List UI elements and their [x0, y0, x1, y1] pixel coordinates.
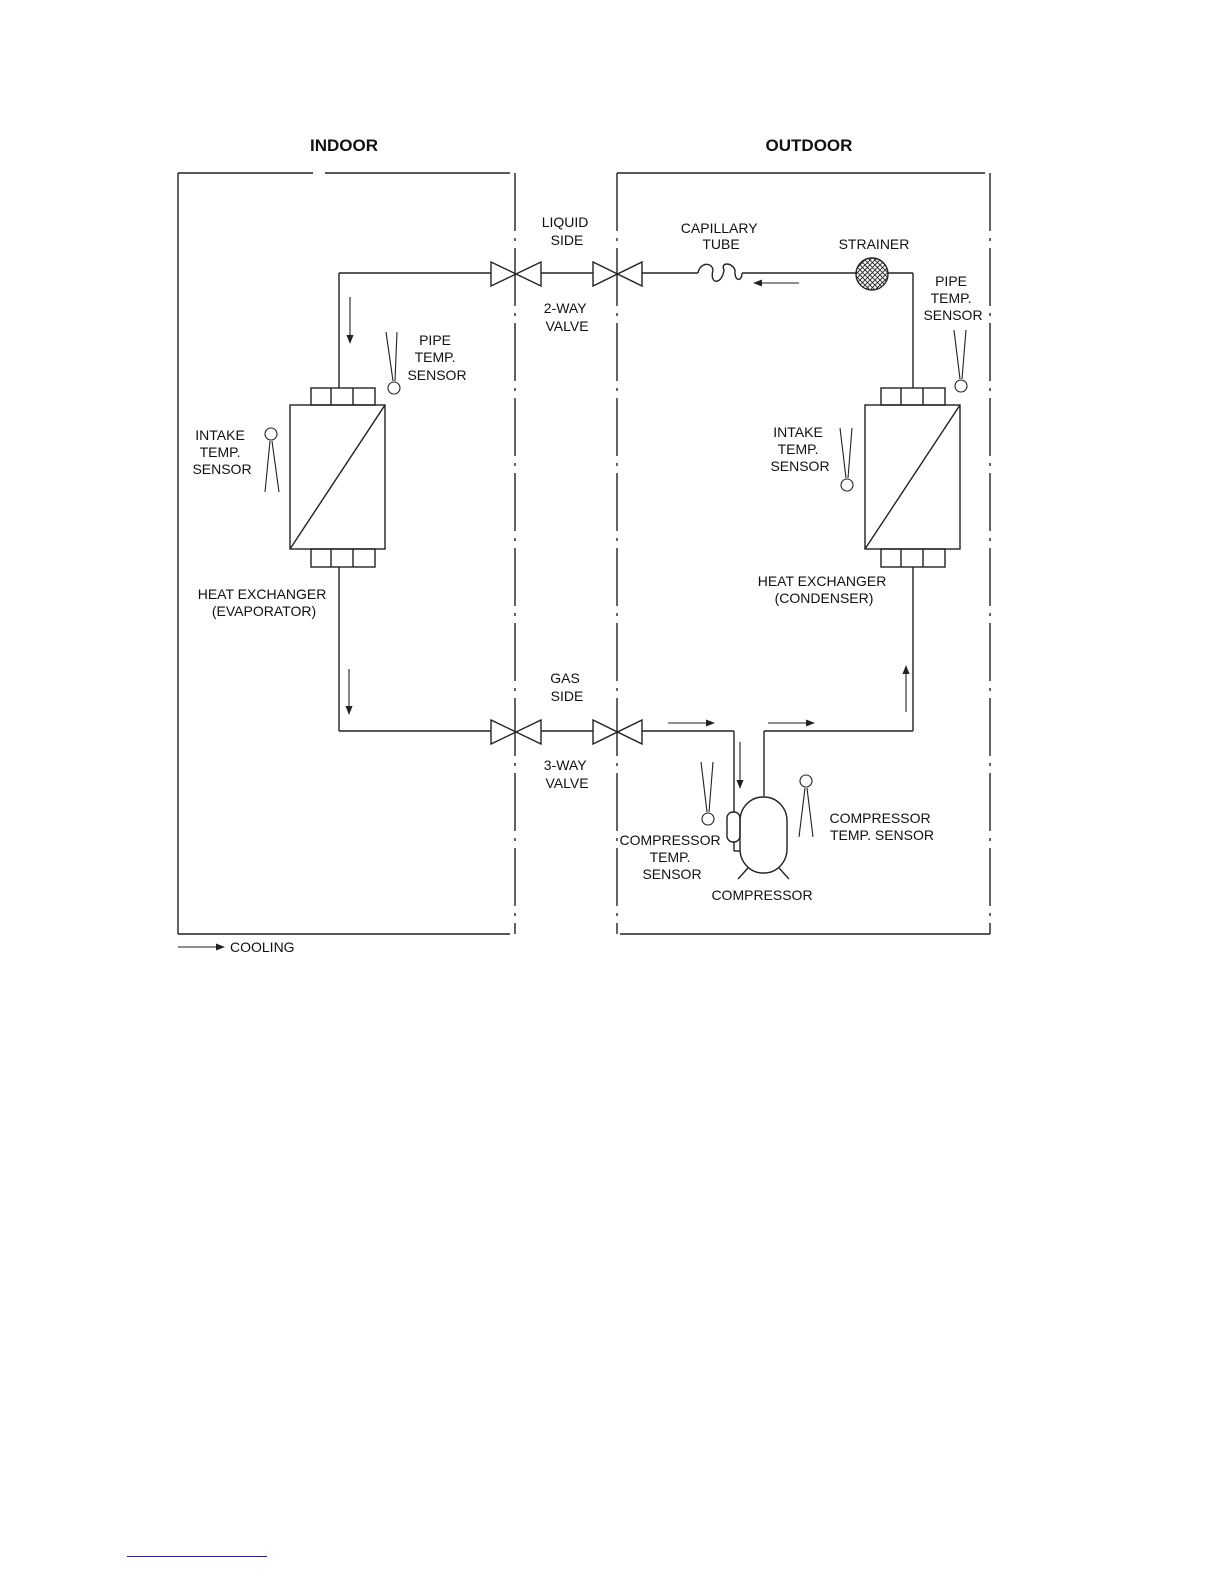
outdoor-pipe-sensor-label: PIPE TEMP. SENSOR — [923, 273, 982, 323]
compressor-label: COMPRESSOR — [711, 887, 812, 903]
condenser-heat-exchanger — [865, 388, 960, 567]
capillary-tube-label: CAPILLARY TUBE — [681, 220, 761, 252]
condenser-label: HEAT EXCHANGER (CONDENSER) — [758, 573, 891, 606]
liquid-side-label: LIQUID SIDE — [542, 214, 593, 248]
compressor-left-sensor-label: COMPRESSOR TEMP. SENSOR — [619, 832, 724, 882]
strainer-icon — [856, 258, 888, 290]
evaporator-heat-exchanger — [290, 388, 385, 567]
indoor-liquid-valve — [491, 262, 541, 286]
indoor-gas-valve — [491, 720, 541, 744]
capillary-tube-coil — [698, 264, 742, 281]
indoor-pipe-temp-sensor-icon — [386, 332, 400, 394]
footer-link-underline — [127, 1556, 267, 1557]
two-way-valve-label: 2-WAY VALVE — [544, 300, 590, 334]
compressor-right-temp-sensor-icon — [799, 775, 813, 837]
gas-side-label: GAS SIDE — [550, 670, 583, 704]
indoor-intake-sensor-label: INTAKE TEMP. SENSOR — [192, 427, 251, 477]
outdoor-intake-temp-sensor-icon — [840, 428, 853, 491]
outdoor-intake-sensor-label: INTAKE TEMP. SENSOR — [770, 424, 829, 474]
strainer-label: STRAINER — [839, 236, 910, 252]
three-way-valve-label: 3-WAY VALVE — [544, 757, 590, 791]
indoor-intake-temp-sensor-icon — [265, 428, 279, 492]
outdoor-pipe-temp-sensor-icon — [954, 330, 967, 392]
compressor-left-temp-sensor-icon — [701, 762, 714, 825]
compressor-icon — [727, 797, 789, 879]
legend: COOLING — [178, 939, 295, 955]
indoor-header: INDOOR — [310, 136, 378, 155]
compressor-right-sensor-label: COMPRESSOR TEMP. SENSOR — [829, 810, 934, 843]
indoor-pipe-sensor-label: PIPE TEMP. SENSOR — [407, 332, 466, 383]
legend-cooling-label: COOLING — [230, 939, 295, 955]
indoor-unit-boundary — [178, 173, 515, 934]
evaporator-label: HEAT EXCHANGER (EVAPORATOR) — [198, 586, 331, 619]
outdoor-header: OUTDOOR — [766, 136, 853, 155]
